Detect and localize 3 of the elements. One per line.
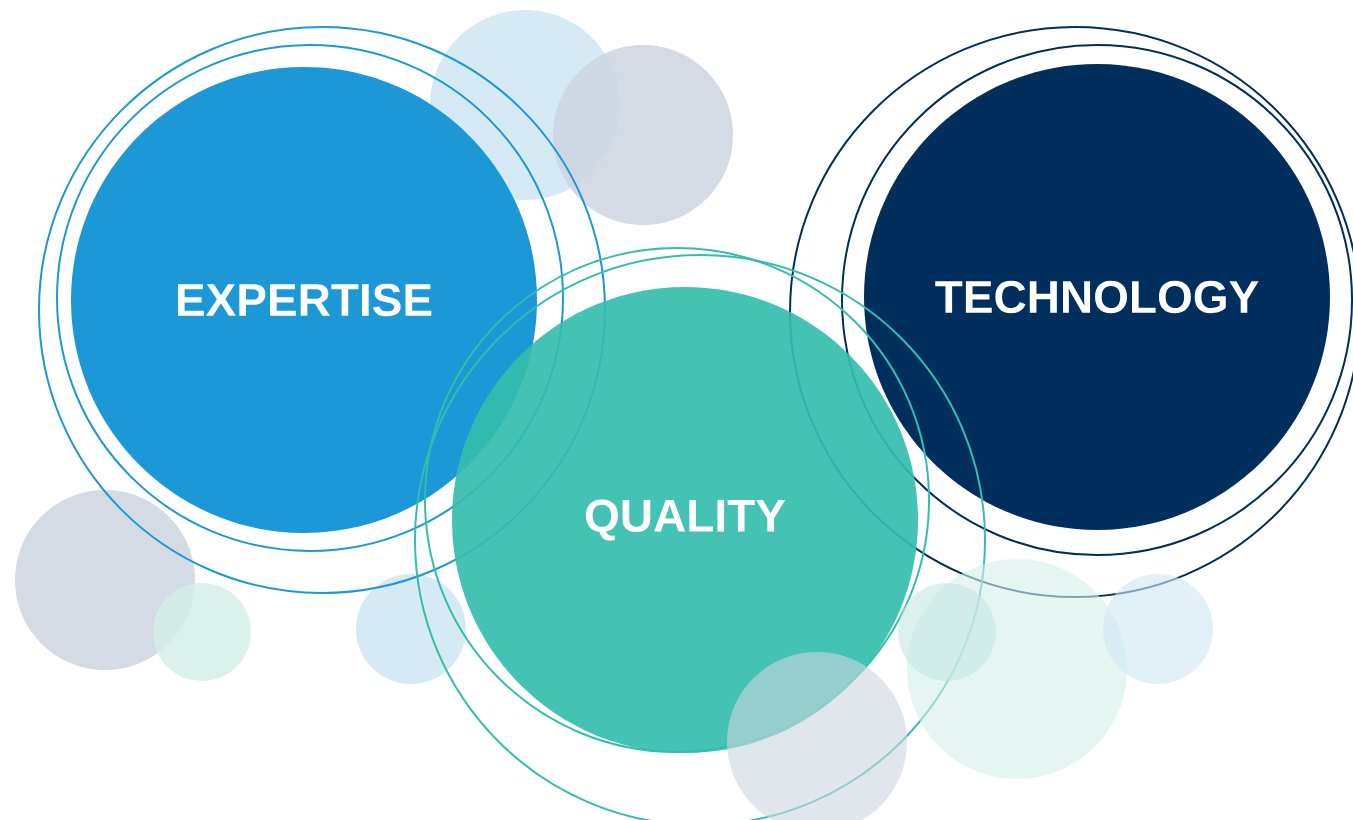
circle-node: EXPERTISE (71, 67, 537, 533)
circle-node: TECHNOLOGY (864, 64, 1330, 530)
circle-node: QUALITY (452, 287, 918, 753)
